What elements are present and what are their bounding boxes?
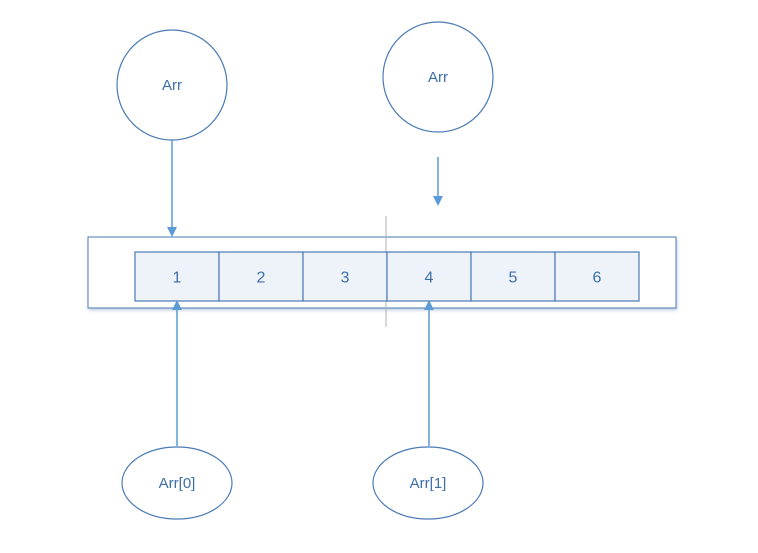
array-cell-box xyxy=(302,251,388,302)
array-cell-value: 2 xyxy=(257,270,266,287)
array-cell: 1 xyxy=(134,251,220,302)
arr-index-1-node: Arr[1] xyxy=(372,446,484,520)
array-cell-value: 4 xyxy=(425,270,434,287)
array-cell-box xyxy=(218,251,304,302)
arr-node-top-right: Arr xyxy=(382,21,494,133)
arr-node-top-right-label: Arr xyxy=(428,69,448,86)
array-cell: 6 xyxy=(554,251,640,302)
array-cells: 1 2 3 4 5 6 xyxy=(134,251,640,302)
array-cell-value: 6 xyxy=(593,270,602,287)
array-cell: 4 xyxy=(386,251,472,302)
array-cell-value: 1 xyxy=(173,270,182,287)
array-cell: 5 xyxy=(470,251,556,302)
array-cell-value: 3 xyxy=(341,270,350,287)
array-cell: 2 xyxy=(218,251,304,302)
arr-index-0-node: Arr[0] xyxy=(121,446,233,520)
arr-index-1-label: Arr[1] xyxy=(410,475,447,492)
array-cell: 3 xyxy=(302,251,388,302)
array-cell-box xyxy=(470,251,556,302)
array-cell-value: 5 xyxy=(509,270,518,287)
arr-index-0-label: Arr[0] xyxy=(159,475,196,492)
arr-node-top-left-label: Arr xyxy=(162,77,182,94)
arr-node-top-left: Arr xyxy=(116,29,228,141)
array-cell-box xyxy=(554,251,640,302)
